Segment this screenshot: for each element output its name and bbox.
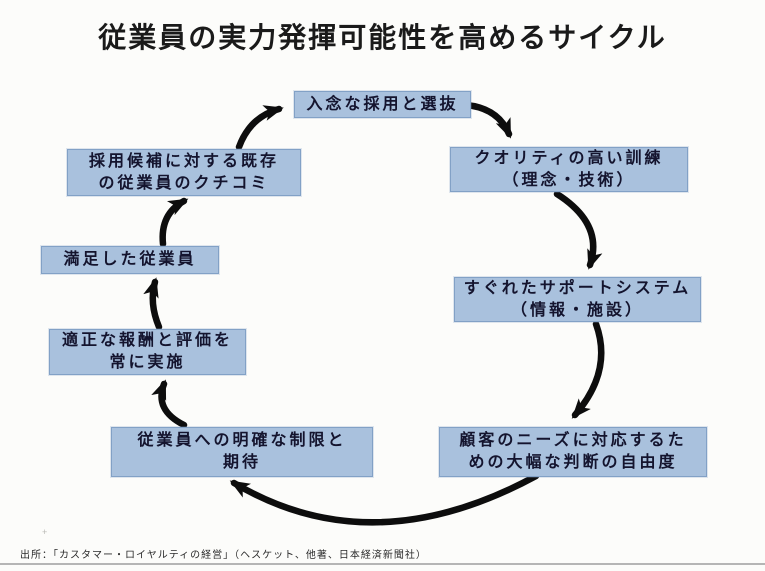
node-label: 常に実施 xyxy=(109,354,186,371)
node-label: クオリティの高い訓練 xyxy=(474,149,664,167)
arrow-freedom-to-limits xyxy=(229,472,540,526)
page-marker: + xyxy=(42,527,48,537)
node-label: 顧客のニーズに対応するた xyxy=(459,432,687,450)
node-label: 満足した従業員 xyxy=(63,251,197,269)
node-label: めの大幅な判断の自由度 xyxy=(468,454,678,471)
arrow-reward-to-satisfied xyxy=(143,277,163,331)
node-label: 採用候補に対する既存 xyxy=(88,152,279,170)
arrow-training-to-support xyxy=(553,190,603,270)
node-label: （情報・施設） xyxy=(510,301,644,319)
arrow-wom-to-hiring xyxy=(235,105,284,151)
node-label: 適正な報酬と評価を xyxy=(61,332,233,350)
node-satisfied-employee: 満足した従業員 xyxy=(41,246,219,274)
arrow-limits-to-reward xyxy=(151,379,188,429)
node-label: （理念・技術） xyxy=(502,171,636,189)
arrow-support-to-freedom xyxy=(571,320,605,419)
slide-title: 従業員の実力発揮可能性を高めるサイクル xyxy=(98,22,667,53)
node-label: 従業員への明確な制限と xyxy=(137,432,347,450)
node-support-system: すぐれたサポートシステム （情報・施設） xyxy=(454,277,701,322)
arrow-hiring-to-training xyxy=(462,101,513,139)
source-citation: 出所：「カスタマー・ロイヤルティの経営」（ヘスケット、他著、日本経済新聞社） xyxy=(20,550,427,561)
arrow-satisfied-to-wom xyxy=(159,197,189,248)
node-judgment-freedom: 顧客のニーズに対応するた めの大幅な判断の自由度 xyxy=(439,427,707,477)
node-fair-reward: 適正な報酬と評価を 常に実施 xyxy=(49,329,246,375)
bottom-divider xyxy=(0,563,765,565)
node-word-of-mouth: 採用候補に対する既存 の従業員のクチコミ xyxy=(67,149,301,196)
node-quality-training: クオリティの高い訓練 （理念・技術） xyxy=(450,147,688,192)
node-label: 入念な採用と選抜 xyxy=(306,95,459,113)
node-clear-limits: 従業員への明確な制限と 期待 xyxy=(111,427,373,477)
node-label: すぐれたサポートシステム xyxy=(463,279,692,297)
node-label: 期待 xyxy=(222,454,261,471)
node-careful-hiring: 入念な採用と選抜 xyxy=(294,91,471,118)
node-label: の従業員のクチコミ xyxy=(98,174,270,192)
